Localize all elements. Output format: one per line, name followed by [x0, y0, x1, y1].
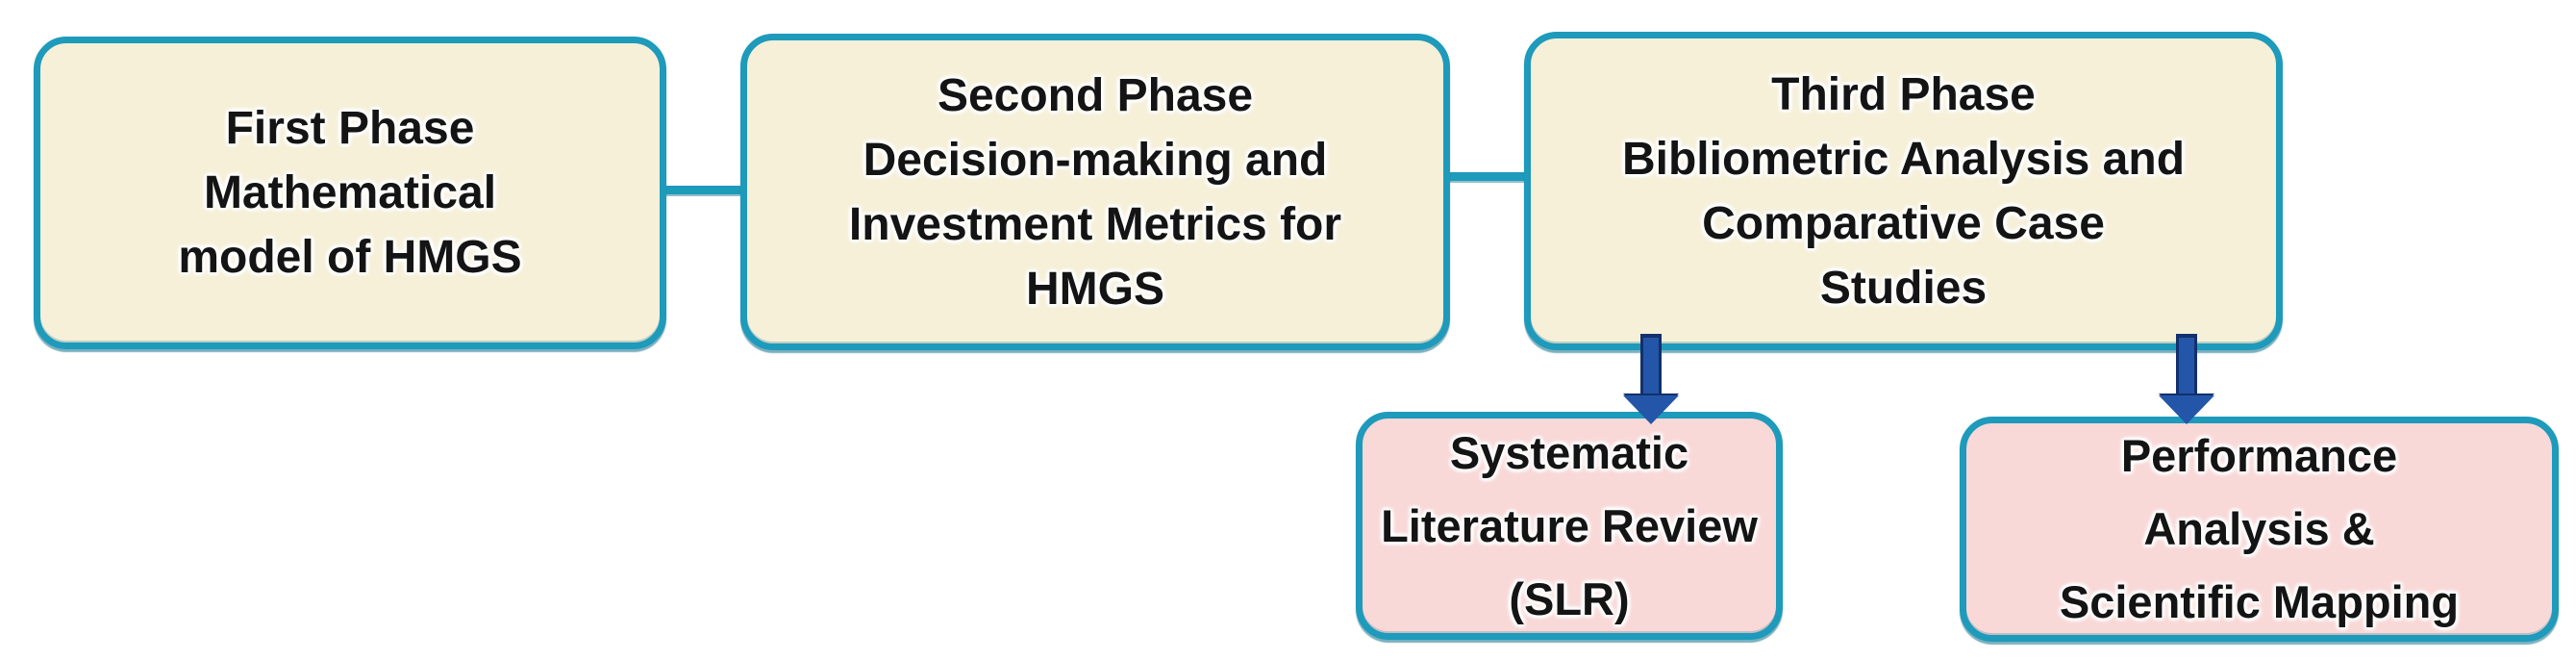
box-text-line: model of HMGS — [178, 232, 522, 283]
arrow-head — [1623, 395, 1679, 424]
box-text-line: Literature Review — [1381, 499, 1758, 551]
box-text-line: Studies — [1819, 262, 1988, 314]
box-text-line: Comparative Case — [1702, 197, 2105, 249]
box-text-line: Third Phase — [1771, 68, 2036, 120]
connector-line-first-second — [662, 186, 744, 194]
down-arrow-icon — [1622, 334, 1680, 424]
arrow-shaft — [1640, 334, 1662, 395]
box-text-line: Decision-making and — [863, 134, 1328, 186]
box-text-line: Bibliometric Analysis and — [1621, 133, 2186, 185]
box-text-line: First Phase — [225, 103, 475, 154]
phase-box-first: First Phase Mathematical model of HMGS — [34, 37, 666, 349]
box-text-line: (SLR) — [1509, 572, 1630, 624]
box-text-line: Analysis & — [2143, 503, 2375, 554]
phase-box-third: Third Phase Bibliometric Analysis and Co… — [1524, 32, 2283, 350]
connector-line-second-third — [1445, 172, 1528, 181]
box-text-line: Mathematical — [203, 167, 497, 218]
box-text-line: Scientific Mapping — [2059, 576, 2460, 627]
box-text-line: Second Phase — [937, 69, 1254, 121]
arrow-shaft — [2176, 334, 2197, 395]
box-text-line: HMGS — [1026, 263, 1164, 315]
arrow-head — [2159, 395, 2214, 424]
down-arrow-icon — [2158, 334, 2215, 424]
box-text-line: Investment Metrics for — [848, 198, 1342, 250]
output-box-slr: Systematic Literature Review (SLR) — [1356, 412, 1783, 640]
phase-box-second: Second Phase Decision-making and Investm… — [740, 34, 1450, 350]
box-text-line: Performance — [2120, 430, 2398, 481]
output-box-performance: Performance Analysis & Scientific Mappin… — [1960, 417, 2559, 642]
box-text-line: Systematic — [1449, 426, 1689, 478]
